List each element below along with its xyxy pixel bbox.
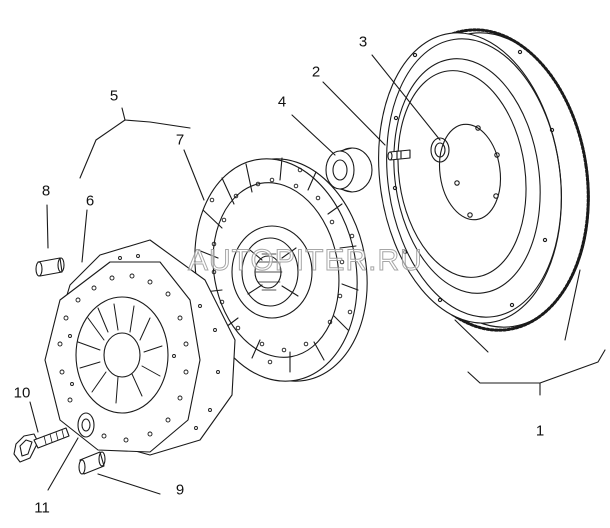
callout-3: 3 bbox=[358, 33, 368, 51]
dowel-pin bbox=[322, 81, 411, 161]
guide-pin bbox=[35, 204, 65, 277]
flywheel bbox=[378, 28, 606, 396]
callout-9: 9 bbox=[175, 481, 185, 499]
callout-11: 11 bbox=[34, 499, 50, 517]
callout-4: 4 bbox=[277, 93, 287, 111]
pilot-bearing bbox=[291, 114, 373, 193]
callout-5: 5 bbox=[109, 87, 119, 105]
callout-6: 6 bbox=[85, 192, 95, 210]
callout-2: 2 bbox=[311, 63, 321, 81]
callout-8: 8 bbox=[41, 182, 51, 200]
leader-line-5 bbox=[121, 107, 126, 121]
washer bbox=[47, 412, 95, 491]
dowel-pin-9 bbox=[78, 451, 161, 495]
bracket-5 bbox=[79, 119, 191, 179]
callout-1: 1 bbox=[535, 422, 545, 440]
watermark: AUTOPITER.RU bbox=[188, 244, 423, 278]
bolt bbox=[13, 401, 70, 463]
clutch-disc bbox=[183, 149, 368, 382]
pressure-plate bbox=[44, 209, 236, 456]
callout-7: 7 bbox=[175, 131, 185, 149]
leader-line-3 bbox=[371, 54, 441, 141]
callout-10: 10 bbox=[13, 384, 31, 402]
